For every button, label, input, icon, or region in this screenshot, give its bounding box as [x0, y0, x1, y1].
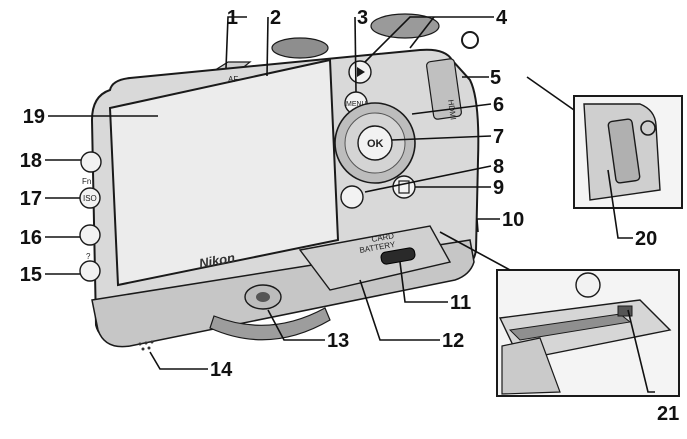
callout-3: 3 [357, 7, 368, 29]
callout-14: 14 [210, 359, 233, 381]
brand-logo: Nikon [198, 250, 236, 271]
battery-door: CARD BATTERY [298, 225, 452, 291]
door-cover [298, 225, 452, 291]
command-dial [271, 37, 329, 59]
callout-1: 1 [227, 7, 238, 29]
callout-8: 8 [493, 156, 504, 178]
door-card-text: CARD [371, 231, 395, 244]
callout-18: 18 [20, 150, 42, 172]
af-text: AF [228, 75, 238, 84]
connector-cover [426, 58, 462, 120]
inset-eyelet [640, 120, 656, 136]
leader-lines [45, 16, 655, 393]
inset-slot [496, 269, 680, 397]
callout-9: 9 [493, 177, 504, 199]
callout-6: 6 [493, 94, 504, 116]
fn-text: Fn [82, 177, 91, 186]
callout-20: 20 [635, 228, 657, 250]
callout-19: 19 [23, 106, 45, 128]
trash-icon [398, 180, 410, 194]
callout-4: 4 [496, 7, 508, 29]
delete-button [392, 175, 416, 199]
callout-10: 10 [502, 209, 524, 231]
callout-21: 21 [657, 403, 679, 425]
callout-12: 12 [442, 330, 464, 352]
feature-button [340, 185, 364, 209]
callout-17: 17 [20, 188, 42, 210]
callout-7: 7 [493, 126, 504, 148]
speaker [138, 340, 154, 351]
inset-card-slot [508, 313, 632, 341]
callout-16: 16 [20, 227, 42, 249]
delete-protect-button [80, 151, 102, 173]
lens-ring [209, 307, 331, 341]
callout-13: 13 [327, 330, 349, 352]
callout-numbers: 1 2 3 4 5 6 7 8 9 10 11 12 13 14 15 16 1… [20, 7, 680, 425]
right-controls: MENU OK [334, 60, 416, 209]
help-text: ? [86, 252, 91, 261]
callout-5: 5 [490, 67, 501, 89]
callout-15: 15 [20, 264, 42, 286]
zoom-out-button [79, 260, 101, 282]
monitor [108, 58, 340, 287]
strap-eyelet [461, 31, 479, 49]
menu-text: MENU [346, 101, 367, 108]
tripod-hole [256, 292, 270, 302]
inset-battery-latch [617, 305, 633, 317]
ok-button [357, 125, 393, 161]
play-icon [357, 67, 365, 77]
inset-feature-button [575, 272, 601, 298]
ok-text: OK [367, 138, 384, 150]
left-buttons: ISO Fn ? [79, 151, 102, 282]
zoom-in-button [79, 224, 101, 246]
inset-connector [573, 95, 683, 209]
hdmi-text: HDMI [446, 99, 458, 121]
iso-text: ISO [83, 194, 97, 203]
inset-connector-cover [607, 118, 641, 184]
callout-11: 11 [450, 292, 471, 314]
inset-door [501, 337, 561, 395]
callout-2: 2 [270, 7, 281, 29]
door-latch [380, 247, 416, 265]
